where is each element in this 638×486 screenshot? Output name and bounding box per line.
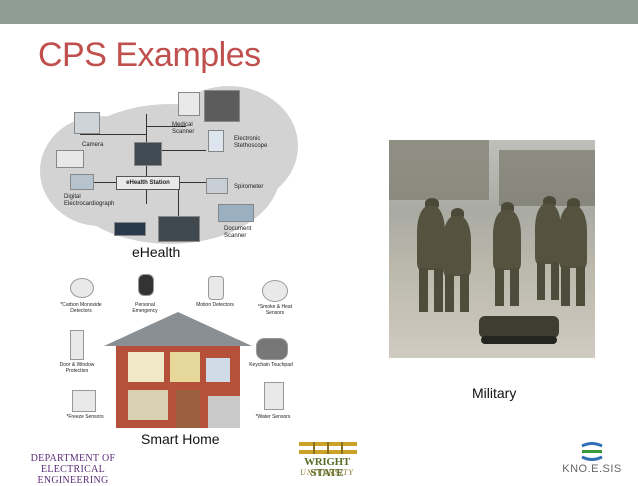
device-label-document-scanner: Document Scanner [224, 226, 252, 239]
cloud-shape [40, 116, 160, 226]
camera-image [74, 112, 100, 134]
department-label: DEPARTMENT OF ELECTRICAL ENGINEERING [8, 453, 138, 486]
soldier-leg [495, 268, 504, 306]
sensor-label-co: *Carbon Monoxide Detectors [60, 302, 102, 314]
knoesis-logo: KNO.E.SIS [552, 442, 632, 478]
university-name: WRIGHT STATE [304, 456, 350, 479]
sensor-label-door: Door & Window Protection [59, 362, 95, 374]
electrocardiograph-image [70, 174, 94, 190]
soldier-leg [510, 268, 519, 306]
device-label-spirometer: Spirometer [234, 184, 264, 190]
soldier-leg [537, 262, 545, 300]
soldier-figure [417, 206, 445, 270]
soldier-leg [434, 268, 443, 312]
device-label-medical-scanner: Medical Scanner [172, 122, 195, 135]
door-sensor-image [70, 330, 84, 360]
motion-detector-image [208, 276, 224, 300]
medical-scanner-image [178, 92, 200, 116]
connector-line [178, 186, 179, 216]
military-photo [389, 140, 595, 358]
smart-home-diagram: *Carbon Monoxide Detectors Personal Emer… [58, 272, 302, 434]
slide-title: CPS Examples [38, 36, 261, 74]
vehicle-shape [389, 140, 489, 200]
soldier-leg [419, 268, 428, 312]
lab-name: KNO.E.SIS [562, 463, 622, 475]
soldier-helmet [543, 196, 556, 206]
house-room [128, 352, 164, 382]
sensor-label-freeze: *Freeze Sensors [66, 414, 104, 420]
soldier-helmet [425, 198, 439, 208]
device-label-stethoscope: Electronic Stethoscope [234, 136, 268, 149]
water-sensor-image [264, 382, 284, 410]
soldier-leg [576, 266, 585, 306]
device-image [114, 222, 146, 236]
sensor-label-water: *Water Sensors [255, 414, 291, 420]
ehealth-caption: eHealth [132, 244, 181, 260]
soldier-leg [460, 274, 469, 312]
robot-track [481, 336, 557, 344]
soldier-helmet [567, 198, 580, 208]
department-line-2: ELECTRICAL ENGINEERING [37, 464, 109, 486]
soldier-helmet [451, 208, 464, 218]
house-roof [104, 312, 252, 346]
military-caption: Military [472, 385, 517, 401]
connector-line [178, 182, 208, 183]
ehealth-station-label: eHealth Station [116, 176, 180, 190]
university-word: UNIVERSITY [300, 468, 354, 477]
soldier-figure [443, 216, 471, 276]
ecg-strip-image [56, 150, 84, 168]
header-band [0, 0, 638, 24]
soldier-helmet [501, 202, 514, 212]
knoesis-mark-icon [581, 442, 603, 461]
connector-line [146, 150, 206, 151]
soldier-figure [493, 210, 521, 270]
spirometer-image [206, 178, 228, 194]
sensor-label-emergency: Personal Emergency [132, 302, 158, 314]
wright-state-logo: WRIGHT STATE UNIVERSITY [289, 440, 367, 479]
document-scanner-image [218, 204, 254, 222]
soldier-figure [535, 204, 561, 264]
robot-vehicle [479, 316, 559, 338]
device-label-camera: Camera [82, 142, 104, 148]
connector-line [80, 134, 146, 135]
soldier-figure [559, 206, 587, 268]
co-detector-image [70, 278, 94, 298]
device-label-electrocardiograph: Digital Electrocardiograph [64, 194, 115, 207]
wright-flyer-icon [299, 442, 357, 454]
keychain-image [256, 338, 288, 360]
soldier-leg [551, 262, 559, 300]
smoke-sensor-image [262, 280, 288, 302]
connector-line [80, 182, 116, 183]
house-room [128, 390, 168, 420]
stethoscope-image [208, 130, 224, 152]
smart-home-caption: Smart Home [141, 431, 220, 447]
house-door [176, 390, 200, 428]
monitor-image [134, 142, 162, 166]
soldier-leg [445, 274, 454, 312]
xray-image [204, 90, 240, 122]
laptop-image [158, 216, 200, 242]
garage-door [208, 396, 240, 428]
department-line-1: DEPARTMENT OF [30, 453, 116, 464]
soldier-leg [561, 266, 570, 306]
freeze-sensor-image [72, 390, 96, 412]
sensor-label-motion: Motion Detectors [196, 302, 234, 308]
pendant-image [138, 274, 154, 296]
connector-line [146, 126, 186, 127]
ehealth-diagram: eHealth Station Camera Medical Scanner E… [40, 86, 298, 246]
sensor-label-keychain: Keychain Touchpad [249, 362, 293, 368]
sensor-label-smoke: *Smoke & Heat Sensors [257, 304, 293, 316]
house-room [170, 352, 200, 382]
house-window [206, 358, 230, 382]
